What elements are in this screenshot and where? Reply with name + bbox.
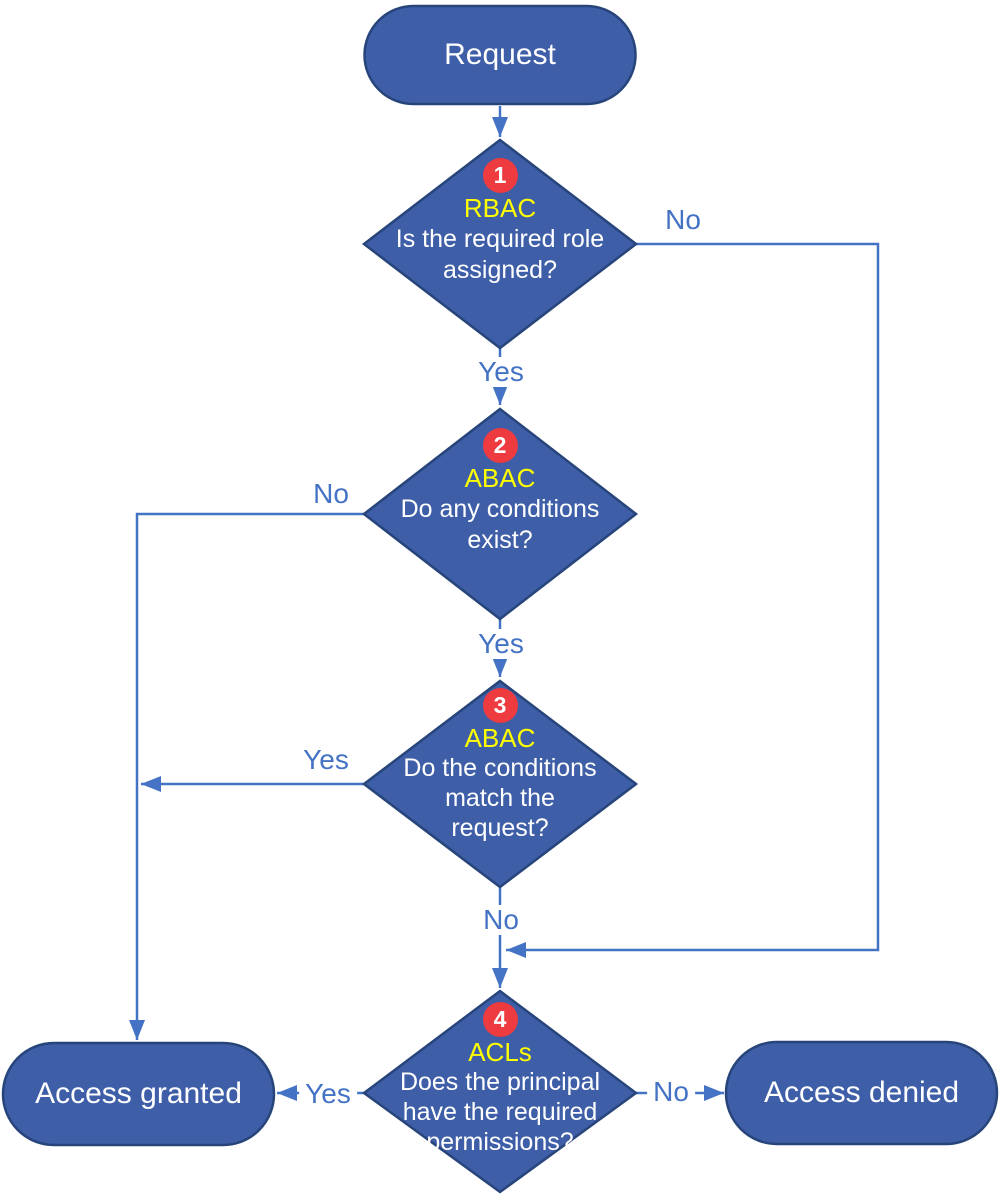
node-d4-tag: ACLs xyxy=(468,1037,532,1067)
step-3-badge: 3 xyxy=(482,688,518,723)
node-d2-shape xyxy=(361,407,639,621)
edge-d3-no-label: No xyxy=(477,905,525,935)
node-d1-tag: RBAC xyxy=(463,193,537,223)
node-denied-shape xyxy=(724,1040,999,1146)
edge-d1-no-label: No xyxy=(659,205,707,235)
edge-d4-yes-label: Yes xyxy=(299,1079,357,1109)
node-d1-question: Is the required role assigned? xyxy=(395,225,605,284)
node-request-label: Request xyxy=(444,38,556,71)
step-2-badge: 2 xyxy=(482,428,518,463)
node-d1-shape xyxy=(361,138,639,350)
node-d3-tag: ABAC xyxy=(464,723,536,753)
node-d2-tag: ABAC xyxy=(464,463,536,493)
node-d2-question: Do any conditions exist? xyxy=(400,495,600,554)
node-d3-shape xyxy=(361,679,639,889)
edge-d2-yes-label: Yes xyxy=(472,629,530,659)
node-d4-content: 4 ACLs Does the principal have the requi… xyxy=(350,1002,650,1157)
node-d4-question: Does the principal have the required per… xyxy=(399,1068,601,1156)
node-d4-shape xyxy=(361,989,639,1194)
node-request-shape xyxy=(363,4,637,106)
node-granted-label: Access granted xyxy=(35,1077,242,1110)
node-granted-shape xyxy=(1,1041,276,1147)
edge-d1-yes-label: Yes xyxy=(472,357,530,387)
step-4-badge: 4 xyxy=(482,1002,518,1037)
edge-d4-no-label: No xyxy=(647,1077,695,1107)
step-1-badge: 1 xyxy=(482,158,518,193)
node-d3-content: 3 ABAC Do the conditions match the reque… xyxy=(350,688,650,843)
node-d2-content: 2 ABAC Do any conditions exist? xyxy=(350,428,650,556)
node-d1-content: 1 RBAC Is the required role assigned? xyxy=(350,158,650,286)
node-denied-label: Access denied xyxy=(763,1076,960,1109)
edge-d2-no-line xyxy=(129,512,364,1040)
edge-d1-no-line xyxy=(506,242,880,958)
edge-d3-yes-label: Yes xyxy=(297,745,355,775)
edge-d2-no-label: No xyxy=(307,479,355,509)
node-d3-question: Do the conditions match the request? xyxy=(403,754,597,842)
